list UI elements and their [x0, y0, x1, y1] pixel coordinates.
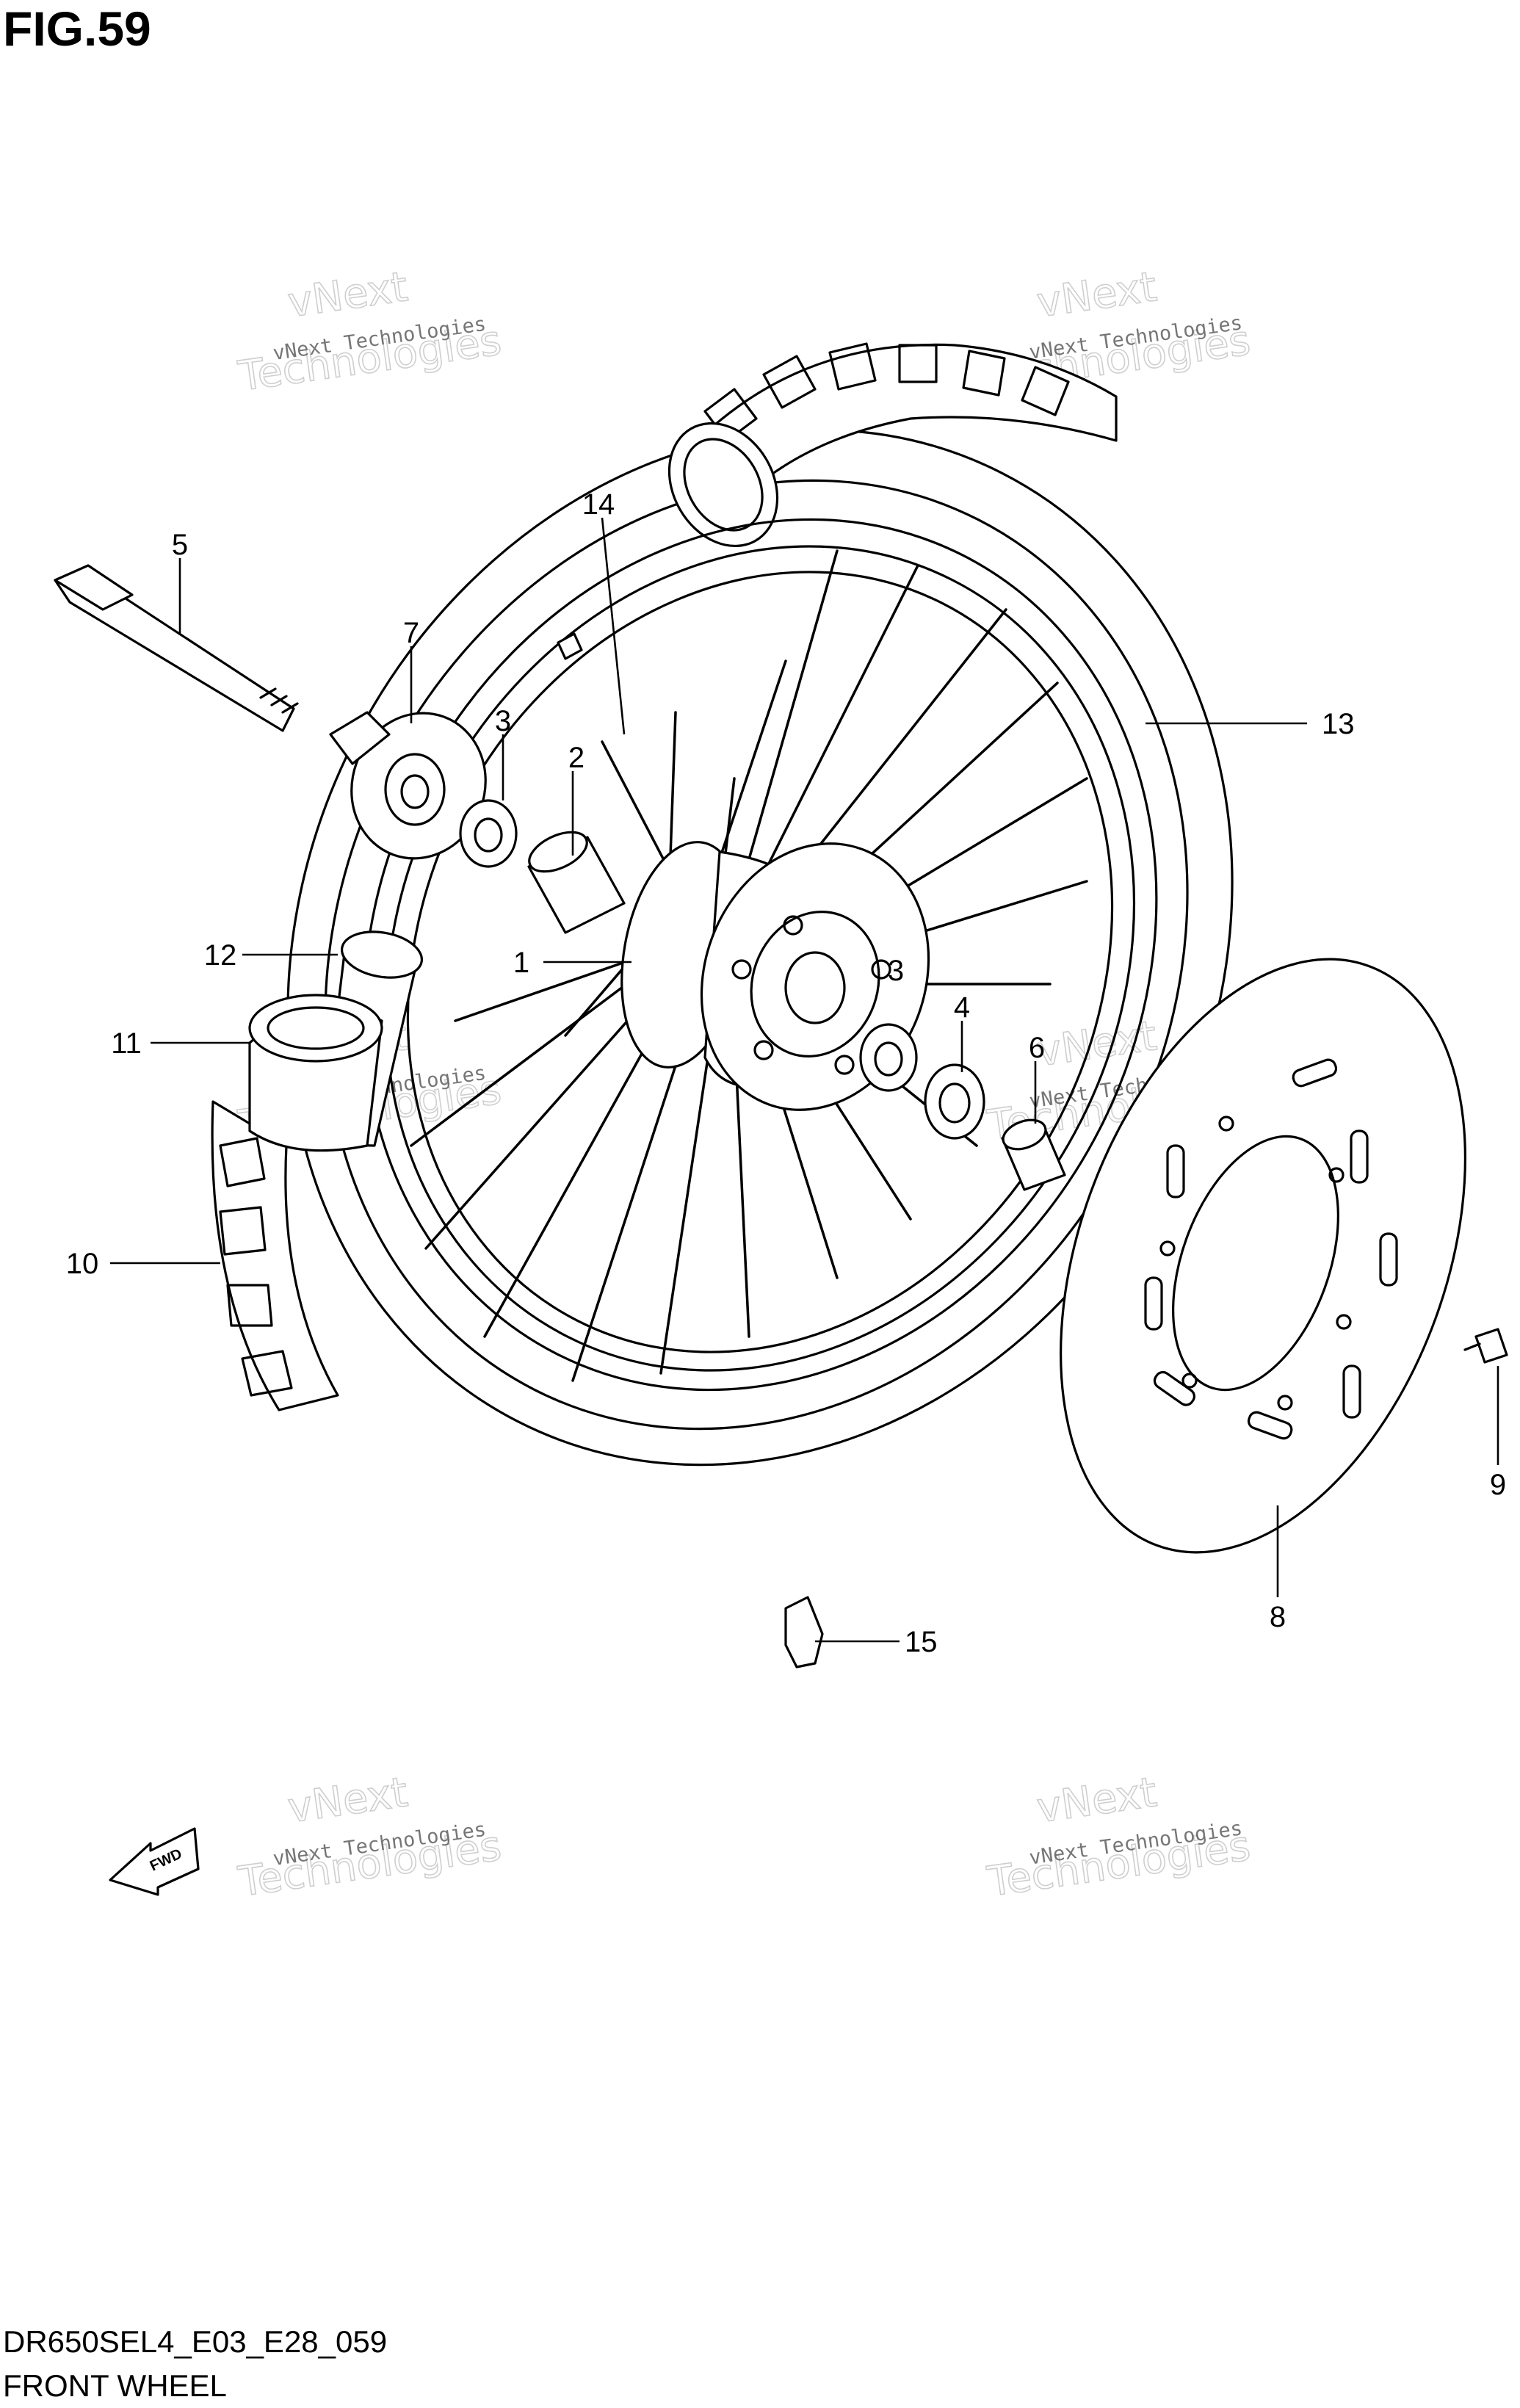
valve-part-14 — [557, 632, 583, 660]
bearing-part-3 — [459, 799, 518, 868]
callout-10: 10 — [66, 1248, 99, 1280]
callout-15: 15 — [905, 1626, 938, 1658]
balance-weight-part-15 — [784, 1596, 824, 1668]
leader-lines — [110, 517, 1499, 1643]
svg-text:vNext: vNext — [1034, 1768, 1159, 1832]
watermark-bottom-right: vNext Technologies vNext Technologies — [984, 1768, 1254, 1906]
spacer-part-2 — [527, 831, 626, 934]
callout-5: 5 — [172, 529, 188, 561]
disc-bolt-part-9 — [1463, 1328, 1508, 1364]
callout-3-right: 3 — [888, 955, 904, 987]
watermark-top-left: vNext Technologies vNext Technologies — [235, 262, 505, 401]
bearing-part-4 — [924, 1063, 985, 1140]
collar-part-6 — [1001, 1118, 1066, 1191]
rim-band-part-11 — [248, 994, 383, 1152]
callout-6: 6 — [1029, 1032, 1045, 1064]
front-axle-part-5 — [54, 564, 299, 732]
svg-text:vNext: vNext — [1034, 263, 1159, 327]
tire-part-13 — [211, 342, 1234, 1467]
forward-direction-icon: FWD — [109, 1827, 200, 1896]
callout-3: 3 — [495, 705, 511, 737]
callout-8: 8 — [1270, 1601, 1286, 1633]
callout-12: 12 — [204, 939, 237, 972]
brake-disc-part-8 — [1060, 958, 1466, 1554]
callout-11: 11 — [111, 1027, 142, 1060]
callout-1: 1 — [513, 947, 529, 979]
callout-4: 4 — [954, 991, 970, 1024]
svg-text:vNext: vNext — [285, 263, 410, 327]
callout-14: 14 — [582, 488, 615, 521]
bearing-part-3-right — [859, 1023, 918, 1092]
callout-13: 13 — [1322, 708, 1355, 740]
svg-text:vNext: vNext — [285, 1768, 410, 1832]
callout-7: 7 — [403, 617, 419, 649]
speedometer-gearbox-part-7 — [329, 711, 487, 860]
callout-9: 9 — [1490, 1469, 1506, 1501]
watermark-bottom-left: vNext Technologies vNext Technologies — [235, 1768, 505, 1906]
figure-title: FIG.59 — [3, 1, 151, 56]
callout-2: 2 — [568, 742, 585, 774]
diagram-code: DR650SEL4_E03_E28_059 — [3, 2324, 388, 2359]
diagram-name: FRONT WHEEL — [3, 2368, 227, 2403]
